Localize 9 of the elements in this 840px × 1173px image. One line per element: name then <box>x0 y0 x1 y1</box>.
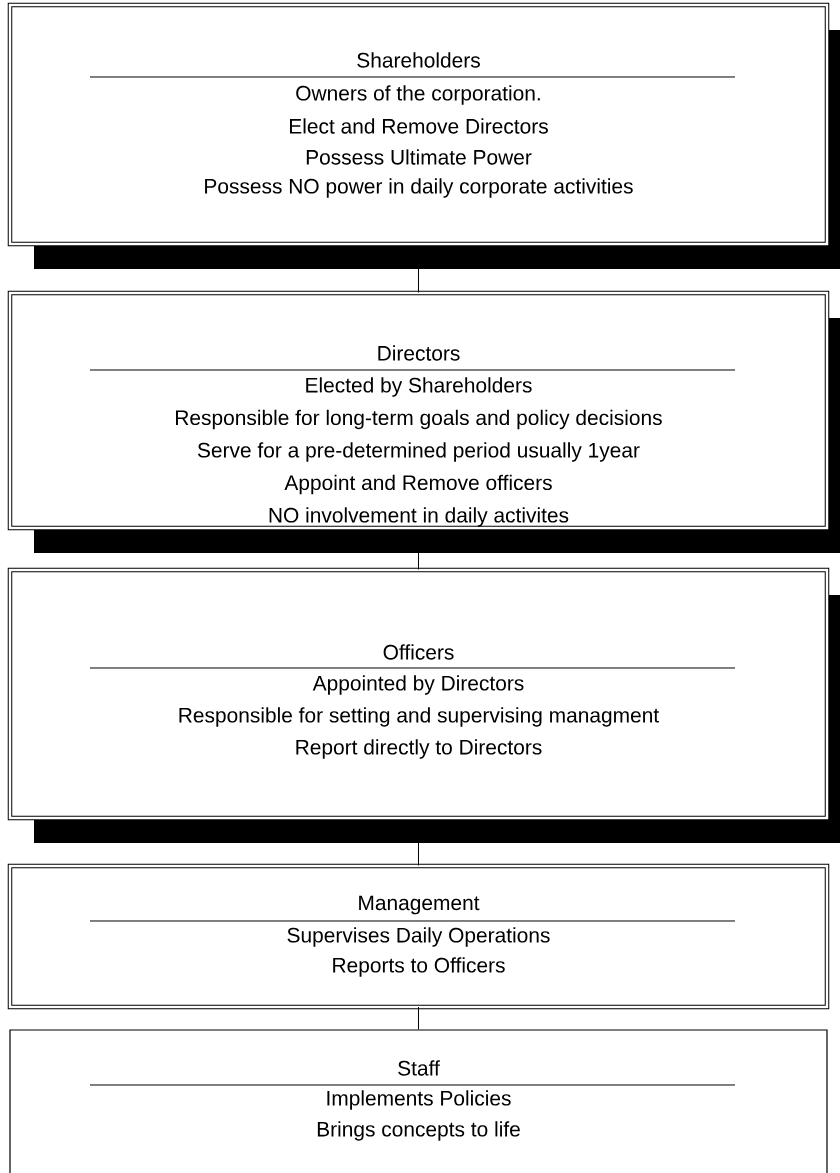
connector-line <box>418 842 419 866</box>
text-box: Shareholders Owners of the corporation. Elect and Remove Directors Possess Ultimate Power Possess NO power in daily corporate activities <box>7 2 840 269</box>
text-box: Directors Elected by Shareholders Responsible for long-term goals and policy decisions Serve for a pre-determined period usually 1year Appoint and Remove officers NO involvement in daily activites <box>7 290 840 553</box>
connector-line <box>418 268 419 293</box>
text-box: Management Supervises Daily Operations Reports to Officers <box>7 863 830 1010</box>
connector-line <box>418 552 419 570</box>
connector-line <box>418 1006 419 1030</box>
text-box: Officers Appointed by Directors Responsible for setting and supervising managment Report directly to Directors <box>7 567 840 843</box>
text-box: Staff Implements Policies Brings concepts to life <box>9 1029 828 1173</box>
